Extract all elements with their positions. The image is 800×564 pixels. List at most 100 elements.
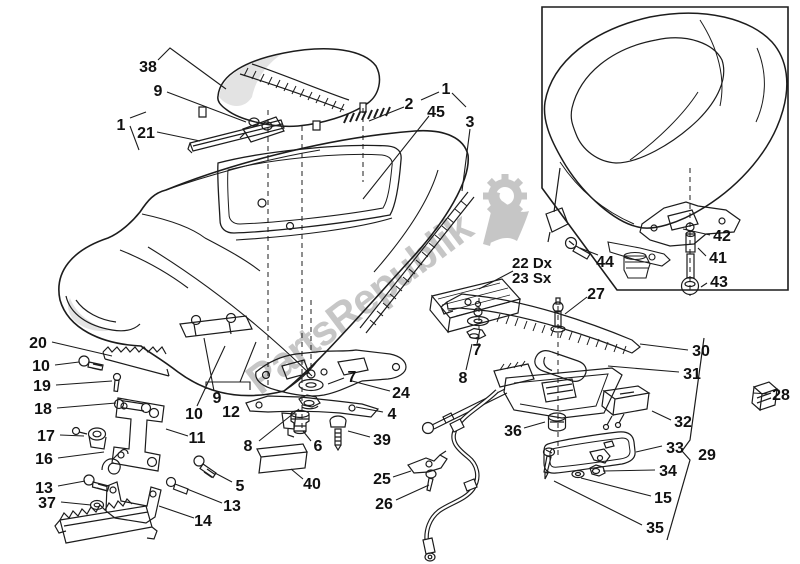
callout-45-label: 45 (427, 104, 445, 121)
nut-34-part (571, 464, 606, 479)
seat-nose-curl (65, 295, 141, 332)
callout-3-label: 3 (466, 114, 475, 131)
pad-strap-hatch (243, 67, 345, 113)
callout-15-label: 15 (654, 490, 672, 507)
seat-detail-lines (119, 149, 439, 392)
grommet-36-part (547, 412, 567, 432)
bolt-13-left-part (83, 474, 110, 492)
hinge-strip-20-part (102, 346, 170, 377)
seat-recess-inner (227, 153, 393, 225)
cable-end-part (424, 552, 436, 562)
callout-9-label: 9 (154, 83, 163, 100)
callout-13b-label: 13 (223, 498, 241, 515)
callout-labels: 38 9 1 21 2 45 1 3 20 10 19 18 17 16 13 … (29, 59, 790, 537)
main-seat (58, 106, 475, 397)
cowl-cockpit-line (570, 37, 725, 164)
cable-outer (424, 389, 499, 544)
callout-9b-label: 9 (213, 390, 222, 407)
callout-16-label: 16 (35, 451, 53, 468)
gear-icon (483, 174, 527, 218)
bracket-11-part (111, 397, 165, 472)
callout-18-label: 18 (34, 401, 52, 418)
rubber-block-22-23-part (429, 278, 522, 334)
callout-33-label: 33 (666, 440, 684, 457)
callout-10b-label: 10 (185, 406, 203, 423)
pad-left-face-shade (219, 54, 282, 107)
callout-31-label: 31 (683, 366, 701, 383)
latch-bar-30-part (440, 293, 641, 355)
cowl-accent-lines (559, 19, 765, 225)
bushing-6-part (290, 409, 310, 435)
seat-surface-dot (285, 221, 295, 231)
emblem-2-part (343, 106, 391, 124)
inset-seat-cowl (543, 12, 788, 296)
bracket-29-line (666, 337, 705, 541)
hinge-plate-part (179, 312, 253, 338)
latch-arm-part (607, 241, 671, 267)
leader-lines (51, 47, 770, 526)
callout-2-label: 2 (405, 96, 414, 113)
callout-26-label: 26 (375, 496, 393, 513)
inset-box-border (541, 6, 789, 291)
seat-pad-assembly (187, 48, 381, 154)
screw-44-part (564, 236, 591, 260)
screw-15-35-part (542, 447, 556, 480)
callout-41-label: 41 (709, 250, 727, 267)
callout-13-label: 13 (35, 480, 53, 497)
block-32-part (601, 385, 651, 431)
nut-8-left-part (298, 394, 321, 410)
washer-7-right-part (466, 307, 490, 327)
lever-25-part (407, 450, 448, 474)
bolt-10-part (78, 355, 104, 371)
cable-inner (425, 390, 498, 544)
callout-29-label: 29 (698, 447, 716, 464)
dashed-guide-lines (267, 108, 691, 455)
callout-28-label: 28 (772, 387, 790, 404)
seat-recess-outline (217, 144, 402, 234)
seat-outline (58, 129, 469, 397)
callout-27-label: 27 (587, 286, 605, 303)
callout-24-label: 24 (392, 385, 410, 402)
pad-40-part (256, 443, 308, 474)
callout-36-label: 36 (504, 423, 522, 440)
hardware-left (54, 346, 217, 544)
callout-34-label: 34 (659, 463, 677, 480)
bracket-14-part (105, 481, 162, 524)
rack-bracket-part (54, 498, 158, 544)
pin-19-part (112, 372, 122, 393)
callout-43-label: 43 (710, 274, 728, 291)
callout-23sx-label: 23 Sx (512, 270, 552, 287)
callout-11-label: 11 (189, 430, 206, 447)
bolt-13-right-part (165, 476, 189, 495)
bolt-39-part (329, 415, 347, 452)
cowl-hinge-block (545, 167, 569, 243)
callout-35-label: 35 (646, 520, 664, 537)
callout-44-label: 44 (596, 254, 614, 271)
callout-38-label: 38 (139, 59, 157, 76)
lock-base-plate-part (421, 360, 623, 435)
cone-bushing-part (623, 251, 651, 279)
callout-6-label: 6 (314, 438, 323, 455)
arm-4-part (245, 395, 380, 438)
trim-strip-3-part (359, 191, 475, 334)
callout-32-label: 32 (674, 414, 692, 431)
cable-assembly (407, 389, 499, 562)
callout-20-label: 20 (29, 335, 47, 352)
callout-19-label: 19 (33, 378, 51, 395)
callout-8b-label: 8 (459, 370, 468, 387)
callout-40-label: 40 (303, 476, 321, 493)
callout-14-label: 14 (194, 513, 212, 530)
callout-17-label: 17 (37, 428, 55, 445)
trim-strip-3-hatch (369, 200, 468, 326)
seat-recess-hole (257, 198, 267, 208)
callout-8-label: 8 (244, 438, 253, 455)
strip-21-part (187, 119, 285, 154)
callout-37-label: 37 (38, 495, 56, 512)
callout-25-label: 25 (373, 471, 391, 488)
callout-7-label: 7 (348, 369, 357, 386)
clip-28-part (751, 381, 779, 412)
callout-22dx-label: 22 Dx (512, 255, 553, 272)
callout-42-label: 42 (713, 228, 731, 245)
